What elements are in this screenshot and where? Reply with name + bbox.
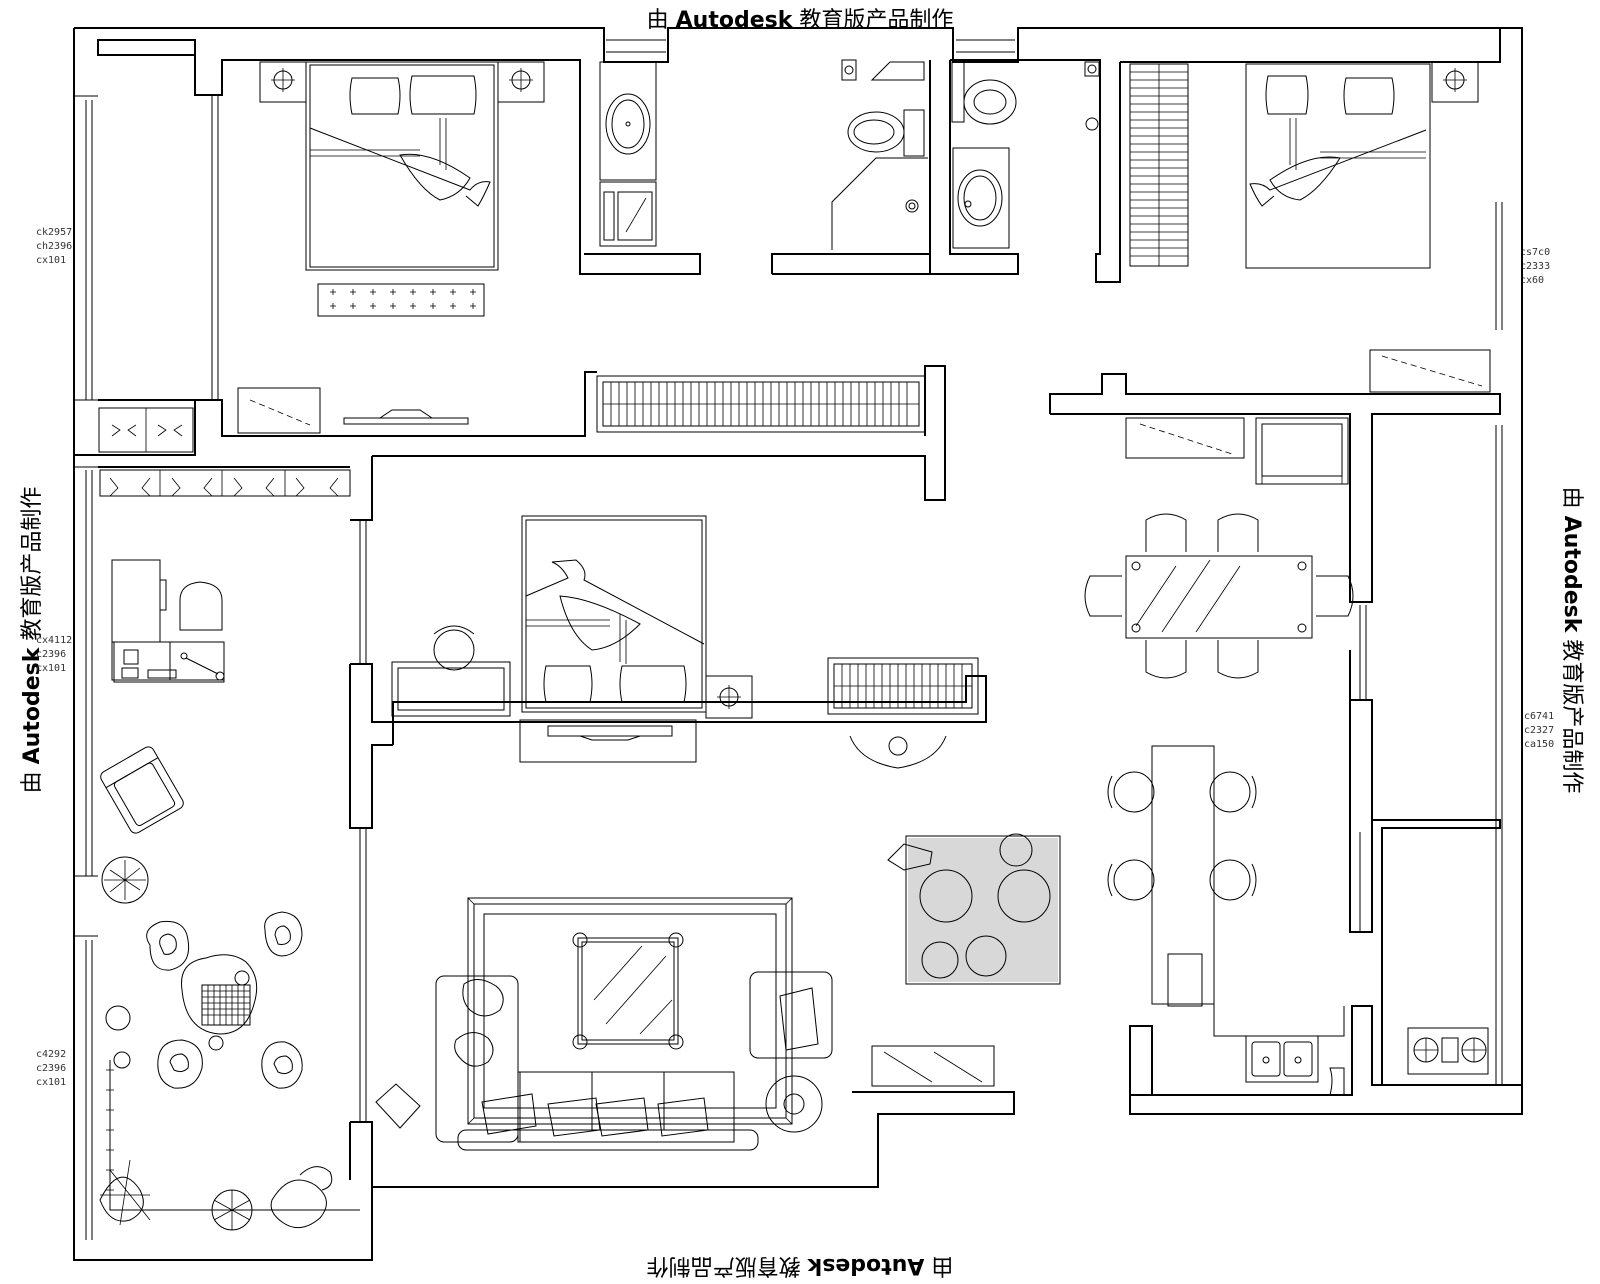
living-room (375, 833, 1061, 1151)
dining-kitchen (1084, 417, 1489, 1096)
second-bedroom (391, 515, 979, 769)
study-room (98, 407, 360, 1231)
right-bedroom (1129, 61, 1491, 393)
interior-walls (74, 28, 1522, 1187)
outer-walls (73, 27, 1523, 1261)
master-bedroom (237, 61, 926, 434)
bathrooms (599, 59, 1100, 250)
